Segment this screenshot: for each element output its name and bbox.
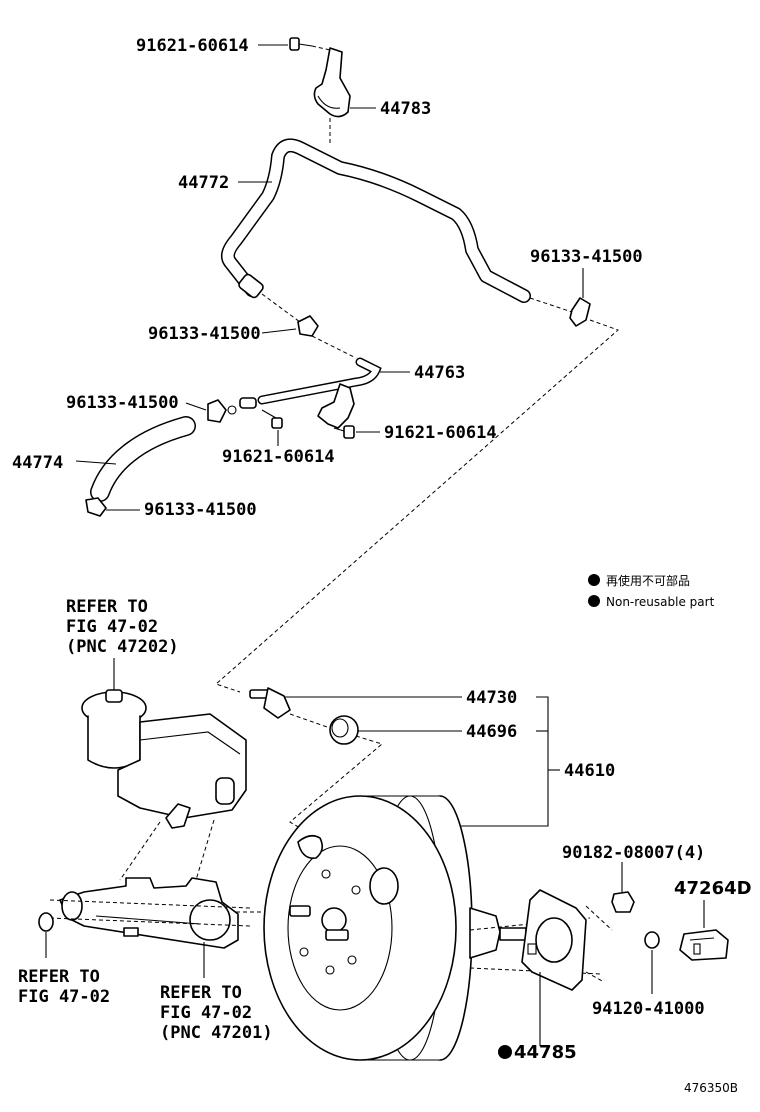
brake-fluid-reservoir[interactable]: [117, 713, 247, 829]
clip-96133-right[interactable]: [569, 297, 591, 327]
refer-top-line2: FIG 47-02: [66, 617, 158, 637]
label-44696: 44696: [466, 722, 517, 742]
label-44785: 44785: [514, 1042, 577, 1063]
refer-bottom-line3: (PNC 47201): [160, 1023, 273, 1043]
label-96133-bottom: 96133-41500: [144, 500, 257, 520]
legend-jp-text: 再使用不可部品: [606, 573, 690, 588]
bolt-91621-mid-right[interactable]: [333, 425, 355, 439]
grommet-44696[interactable]: [329, 715, 359, 745]
label-44610: 44610: [564, 761, 615, 781]
non-reusable-bullet-icon: [588, 574, 600, 586]
legend: 再使用不可部品 Non-reusable part: [588, 573, 715, 609]
label-94120: 94120-41000: [592, 999, 705, 1019]
bolt-91621-mid[interactable]: [261, 409, 283, 429]
refer-bottom-line2: FIG 47-02: [160, 1003, 252, 1023]
nut-94120[interactable]: [644, 931, 660, 949]
label-96133-mid: 96133-41500: [148, 324, 261, 344]
hose-44774[interactable]: [90, 416, 196, 502]
clip-96133-bottom[interactable]: [85, 497, 107, 517]
non-reusable-bullet-icon: [498, 1045, 512, 1059]
label-47264D: 47264D: [674, 878, 752, 899]
nut-90182[interactable]: [611, 891, 635, 913]
non-reusable-bullet-icon: [588, 595, 600, 607]
refer-left-line1: REFER TO: [18, 967, 100, 987]
label-90182: 90182-08007(4): [562, 843, 705, 863]
check-valve-44730[interactable]: [249, 687, 291, 719]
refer-top-line1: REFER TO: [66, 597, 148, 617]
label-44772: 44772: [178, 173, 229, 193]
pipe-44763[interactable]: [239, 357, 382, 429]
gasket-44785[interactable]: [521, 889, 587, 991]
refer-left-line2: FIG 47-02: [18, 987, 110, 1007]
clip-96133-mid[interactable]: [297, 315, 319, 337]
label-91621-mid-right: 91621-60614: [384, 423, 497, 443]
master-cylinder[interactable]: [59, 877, 239, 949]
label-96133-left: 96133-41500: [66, 393, 179, 413]
reservoir-cap[interactable]: [81, 689, 147, 769]
legend-en-text: Non-reusable part: [606, 595, 715, 609]
refer-bottom-line1: REFER TO: [160, 983, 242, 1003]
label-44730: 44730: [466, 688, 517, 708]
brake-booster-44610[interactable]: [263, 793, 527, 1063]
figure-code: 476350B: [684, 1081, 738, 1095]
label-96133-right: 96133-41500: [530, 247, 643, 267]
label-44783: 44783: [380, 99, 431, 119]
bracket-44783[interactable]: [313, 47, 351, 118]
label-44774: 44774: [12, 453, 63, 473]
label-91621-top: 91621-60614: [136, 36, 249, 56]
hose-44772[interactable]: [221, 138, 531, 303]
clip-96133-left[interactable]: [207, 399, 237, 423]
bolt-91621-top[interactable]: [289, 37, 313, 51]
clevis-47264D[interactable]: [679, 929, 729, 961]
label-91621-mid: 91621-60614: [222, 447, 335, 467]
refer-top-line3: (PNC 47202): [66, 637, 179, 657]
nut-left[interactable]: [38, 912, 54, 932]
label-44763: 44763: [414, 363, 465, 383]
